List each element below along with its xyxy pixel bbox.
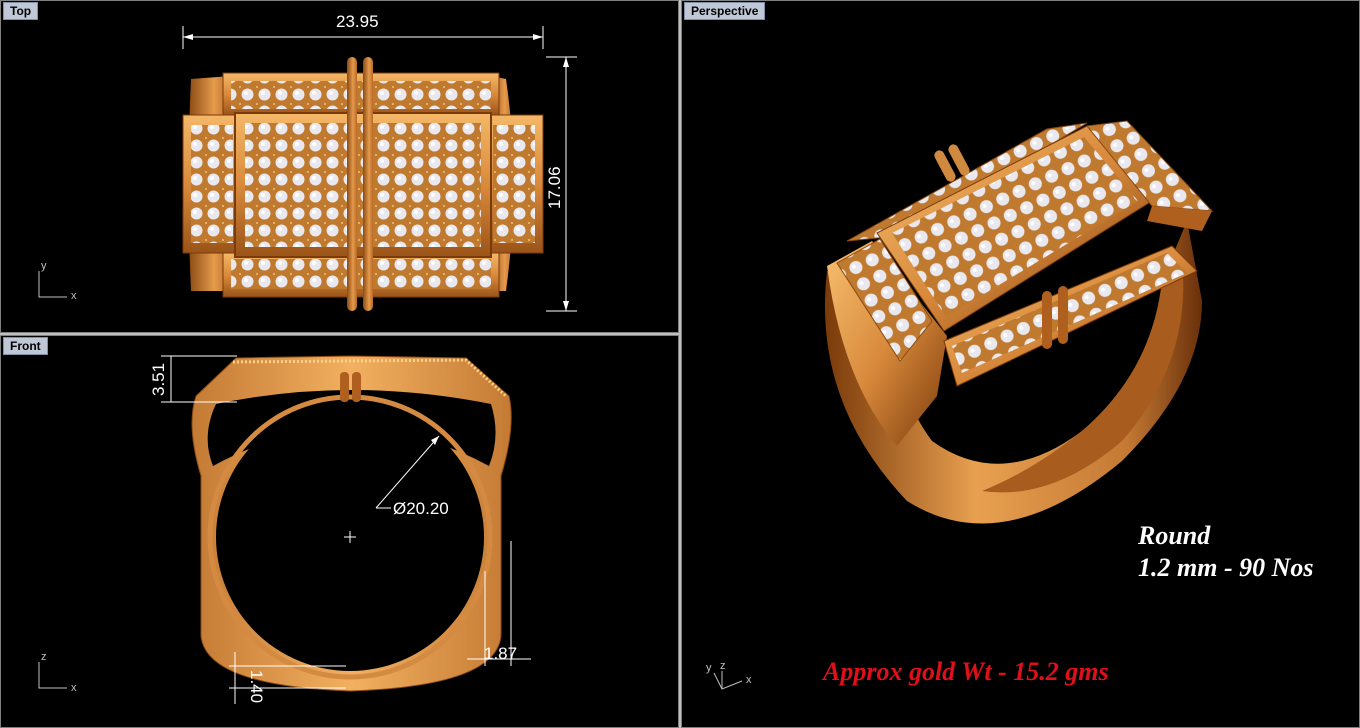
left-block-stones bbox=[191, 125, 233, 243]
stone-spec-note: 1.2 mm - 90 Nos bbox=[1138, 553, 1314, 582]
viewport-label-perspective[interactable]: Perspective bbox=[684, 2, 766, 20]
svg-text:17.06: 17.06 bbox=[545, 166, 564, 209]
top-beads bbox=[232, 358, 508, 398]
side-block-stones bbox=[836, 238, 933, 362]
front-view-canvas: Ø20.20 3.51 1.87 1.40 z x bbox=[38, 355, 531, 704]
axis-indicator-top: y x bbox=[38, 260, 77, 302]
front-bar-left bbox=[340, 372, 349, 402]
svg-text:Ø20.20: Ø20.20 bbox=[393, 499, 449, 518]
viewport-top[interactable]: Top bbox=[0, 0, 679, 333]
svg-text:y: y bbox=[706, 662, 712, 674]
front-bar-right bbox=[352, 372, 361, 402]
perspective-view-canvas: y z x bbox=[706, 120, 1214, 690]
top-view-canvas: 23.95 17.06 y x bbox=[38, 12, 577, 312]
dimension-shank-bottom: 1.40 bbox=[229, 652, 346, 704]
viewport-front[interactable]: Front Ø20.20 bbox=[0, 335, 679, 728]
viewport-perspective[interactable]: Perspective bbox=[681, 0, 1360, 728]
dimension-diameter: Ø20.20 bbox=[375, 435, 449, 518]
svg-text:x: x bbox=[71, 682, 77, 694]
svg-text:23.95: 23.95 bbox=[336, 12, 379, 31]
center-bar-left bbox=[347, 57, 357, 311]
right-block-stones bbox=[493, 125, 535, 243]
svg-text:3.51: 3.51 bbox=[149, 363, 168, 396]
svg-text:1.40: 1.40 bbox=[247, 670, 266, 703]
perspective-bar-front-left bbox=[1042, 291, 1052, 349]
perspective-bar-top-right bbox=[948, 144, 970, 176]
stone-type-note: Round bbox=[1138, 521, 1211, 550]
center-bar-right bbox=[363, 57, 373, 311]
perspective-bar-front-right bbox=[1058, 286, 1068, 344]
svg-text:x: x bbox=[71, 290, 77, 302]
svg-text:z: z bbox=[720, 660, 726, 672]
perspective-bar-top-left bbox=[934, 150, 956, 182]
svg-text:y: y bbox=[41, 260, 47, 272]
dimension-shank-side: 1.87 bbox=[467, 541, 531, 666]
svg-text:x: x bbox=[746, 674, 752, 686]
axis-indicator-front: z x bbox=[38, 651, 77, 694]
front-strip-stones bbox=[952, 253, 1187, 373]
gold-weight-note: Approx gold Wt - 15.2 gms bbox=[823, 657, 1109, 686]
axis-indicator-perspective: y z x bbox=[706, 660, 752, 690]
viewport-label-top[interactable]: Top bbox=[3, 2, 39, 20]
top-strip-stones bbox=[231, 81, 491, 109]
svg-text:z: z bbox=[41, 651, 47, 663]
dimension-thickness: 3.51 bbox=[149, 355, 237, 403]
dimension-width: 23.95 bbox=[182, 12, 544, 49]
dimension-height: 17.06 bbox=[545, 56, 577, 312]
center-panel-stones bbox=[892, 137, 1138, 317]
right-block-edge bbox=[1147, 206, 1212, 231]
ring-inner-edge bbox=[207, 394, 493, 680]
viewport-label-front[interactable]: Front bbox=[3, 337, 48, 355]
bottom-strip-stones bbox=[231, 259, 491, 289]
svg-text:1.87: 1.87 bbox=[484, 644, 517, 663]
